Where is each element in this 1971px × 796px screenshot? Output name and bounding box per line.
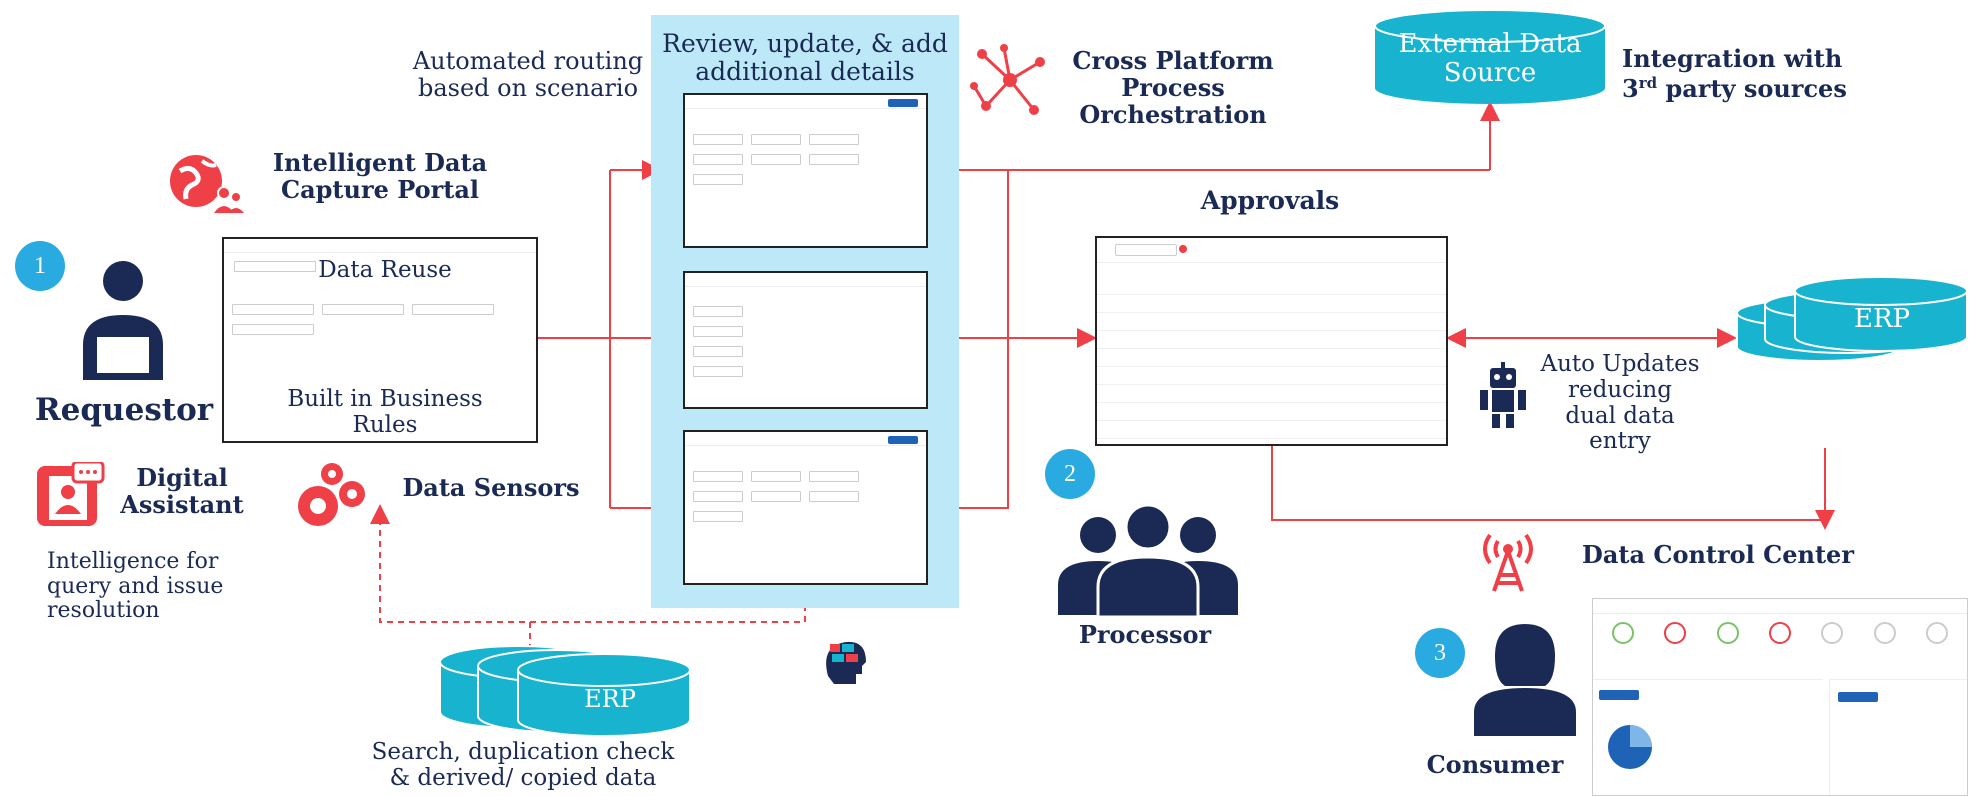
step-3-badge: 3 <box>1415 628 1465 678</box>
digital-assistant-label: Digital Assistant <box>120 463 244 519</box>
screen1-fields <box>685 122 926 202</box>
screen1-title-bar <box>685 95 926 109</box>
screen1-button <box>888 99 918 107</box>
screen2-fields <box>685 300 926 388</box>
erp-bottom-cylinders <box>438 640 708 744</box>
dash-gauges <box>1593 614 1967 652</box>
requestor-icon <box>75 255 170 389</box>
portal-fields-1 <box>224 253 536 285</box>
screen3-title-bar <box>685 432 926 446</box>
intelligence-label: Intelligence for query and issue resolut… <box>47 549 224 624</box>
gears-icon <box>292 460 372 540</box>
brand-screen-2 <box>683 271 928 409</box>
screen3-fields <box>685 459 926 539</box>
portal-title-bar <box>224 239 536 253</box>
portal-fields-2 <box>224 298 536 346</box>
approvals-label: Approvals <box>1200 186 1340 215</box>
robot-icon <box>1478 362 1528 432</box>
intelligent-capture-label: Intelligent Data Capture Portal <box>272 148 488 204</box>
approvals-rows <box>1097 263 1446 444</box>
integration-label: Integration with 3rd party sources <box>1622 44 1882 104</box>
automated-routing-label: Automated routing based on scenario <box>412 47 644 102</box>
approvals-table-screen <box>1095 236 1448 446</box>
integration-rest: party sources <box>1657 73 1847 103</box>
processor-label: Processor <box>1078 620 1212 649</box>
integration-line1: Integration with <box>1622 44 1843 73</box>
consumer-icon <box>1470 620 1580 740</box>
cross-platform-label: Cross Platform Process Orchestration <box>1072 46 1274 129</box>
erp-bottom-label: ERP <box>584 685 636 713</box>
dash-header <box>1593 599 1967 614</box>
data-reuse-label: Data Reuse <box>318 257 452 283</box>
external-data-cylinder <box>1373 8 1607 112</box>
screen2-title-bar <box>685 273 926 287</box>
dash-pending <box>1829 679 1967 795</box>
search-duplication-label: Search, duplication check & derived/ cop… <box>371 739 675 791</box>
dash-progress <box>1593 679 1823 795</box>
portal-section-1 <box>224 285 536 298</box>
shipping-screen-1 <box>683 93 928 248</box>
screen2-section <box>685 287 926 300</box>
broadcast-tower-icon <box>1478 523 1538 597</box>
review-update-label: Review, update, & add additional details <box>662 29 948 86</box>
digital-assistant-icon <box>35 460 105 534</box>
data-sensors-label: Data Sensors <box>402 473 580 502</box>
integration-rd: rd <box>1638 73 1658 92</box>
step-2-badge: 2 <box>1045 449 1095 499</box>
external-data-label: External Data Source <box>1398 29 1582 89</box>
network-nodes-icon <box>970 40 1050 124</box>
brain-head-icon <box>820 636 868 696</box>
consumer-label: Consumer <box>1426 750 1564 779</box>
capture-portal-screen <box>222 237 538 443</box>
data-control-center-label: Data Control Center <box>1582 540 1854 569</box>
screen3-button <box>888 436 918 444</box>
integration-3: 3 <box>1622 73 1639 103</box>
auto-updates-label: Auto Updates reducing dual data entry <box>1540 351 1700 455</box>
processor-icon <box>1058 503 1238 621</box>
shipping-screen-3 <box>683 430 928 585</box>
screen1-section <box>685 109 926 122</box>
requestor-label: Requestor <box>34 392 214 428</box>
built-in-rules-label: Built in Business Rules <box>287 386 483 438</box>
dashboard-screen <box>1592 598 1968 796</box>
erp-right-cylinders <box>1735 273 1971 377</box>
globe-people-icon <box>168 153 244 217</box>
screen3-section <box>685 446 926 459</box>
erp-right-label: ERP <box>1853 304 1911 334</box>
approvals-tab-bar <box>1097 238 1446 263</box>
step-1-badge: 1 <box>15 241 65 291</box>
